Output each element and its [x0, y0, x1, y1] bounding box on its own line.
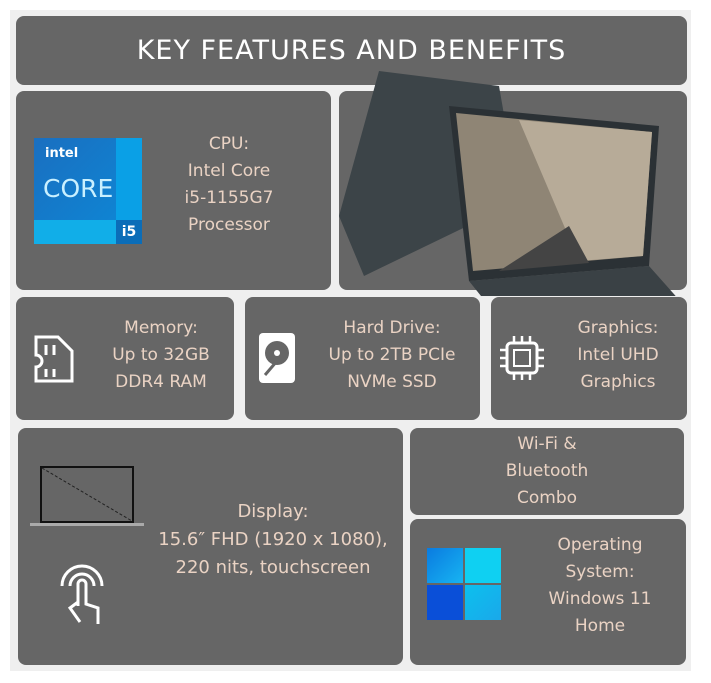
memory-text: Memory: Up to 32GB DDR4 RAM	[96, 315, 226, 396]
page-title: KEY FEATURES AND BENEFITS	[16, 16, 687, 85]
text-line: 15.6″ FHD (1920 x 1080),	[158, 529, 388, 550]
display-text: Display: 15.6″ FHD (1920 x 1080), 220 nits…	[143, 498, 403, 582]
text-line: CPU:	[208, 134, 250, 154]
text-line: System:	[565, 562, 635, 582]
text-line: Combo	[516, 488, 578, 508]
text-line: Bluetooth	[505, 461, 589, 481]
text-line: Operating	[557, 535, 643, 555]
laptop-panel	[339, 71, 687, 296]
text-line: CORE	[43, 174, 114, 203]
text-line: DDR4 RAM	[115, 372, 207, 392]
graphics-panel: Graphics: Intel UHD Graphics	[491, 297, 687, 420]
text-line: Memory:	[124, 318, 198, 338]
text-line: Up to 2TB PCIe	[328, 345, 456, 365]
graphics-text: Graphics: Intel UHD Graphics	[553, 315, 683, 396]
text-line: 220 nits, touchscreen	[175, 557, 371, 578]
text-line: intel	[45, 146, 79, 161]
text-line: Intel UHD	[577, 345, 659, 365]
text-line: i5-1155G7	[184, 188, 274, 208]
windows-logo	[427, 548, 501, 620]
text-line: i5	[116, 220, 142, 244]
text-line: Display:	[237, 501, 309, 522]
text-line: Graphics:	[577, 318, 659, 338]
text-line: Windows 11	[548, 589, 652, 609]
text-line: Intel Core	[187, 161, 271, 181]
hard-drive-icon	[259, 333, 295, 383]
display-panel: Display: 15.6″ FHD (1920 x 1080), 220 nits…	[18, 428, 403, 665]
laptop-screen-icon	[30, 466, 144, 526]
memory-panel: Memory: Up to 32GB DDR4 RAM	[16, 297, 234, 420]
intel-core-i5-logo: i5 intel CORE	[34, 138, 142, 244]
text-line: Wi-Fi &	[517, 434, 577, 454]
text-line: Home	[574, 616, 626, 636]
touch-icon	[60, 564, 104, 624]
laptop-image	[339, 71, 676, 296]
chip-icon	[500, 336, 544, 380]
text-line: Hard Drive:	[343, 318, 441, 338]
text-line: Graphics	[580, 372, 656, 392]
text-line: Up to 32GB	[112, 345, 210, 365]
text-line: NVMe SSD	[347, 372, 437, 392]
text-line: Processor	[188, 215, 270, 235]
memory-card-icon	[34, 335, 74, 383]
